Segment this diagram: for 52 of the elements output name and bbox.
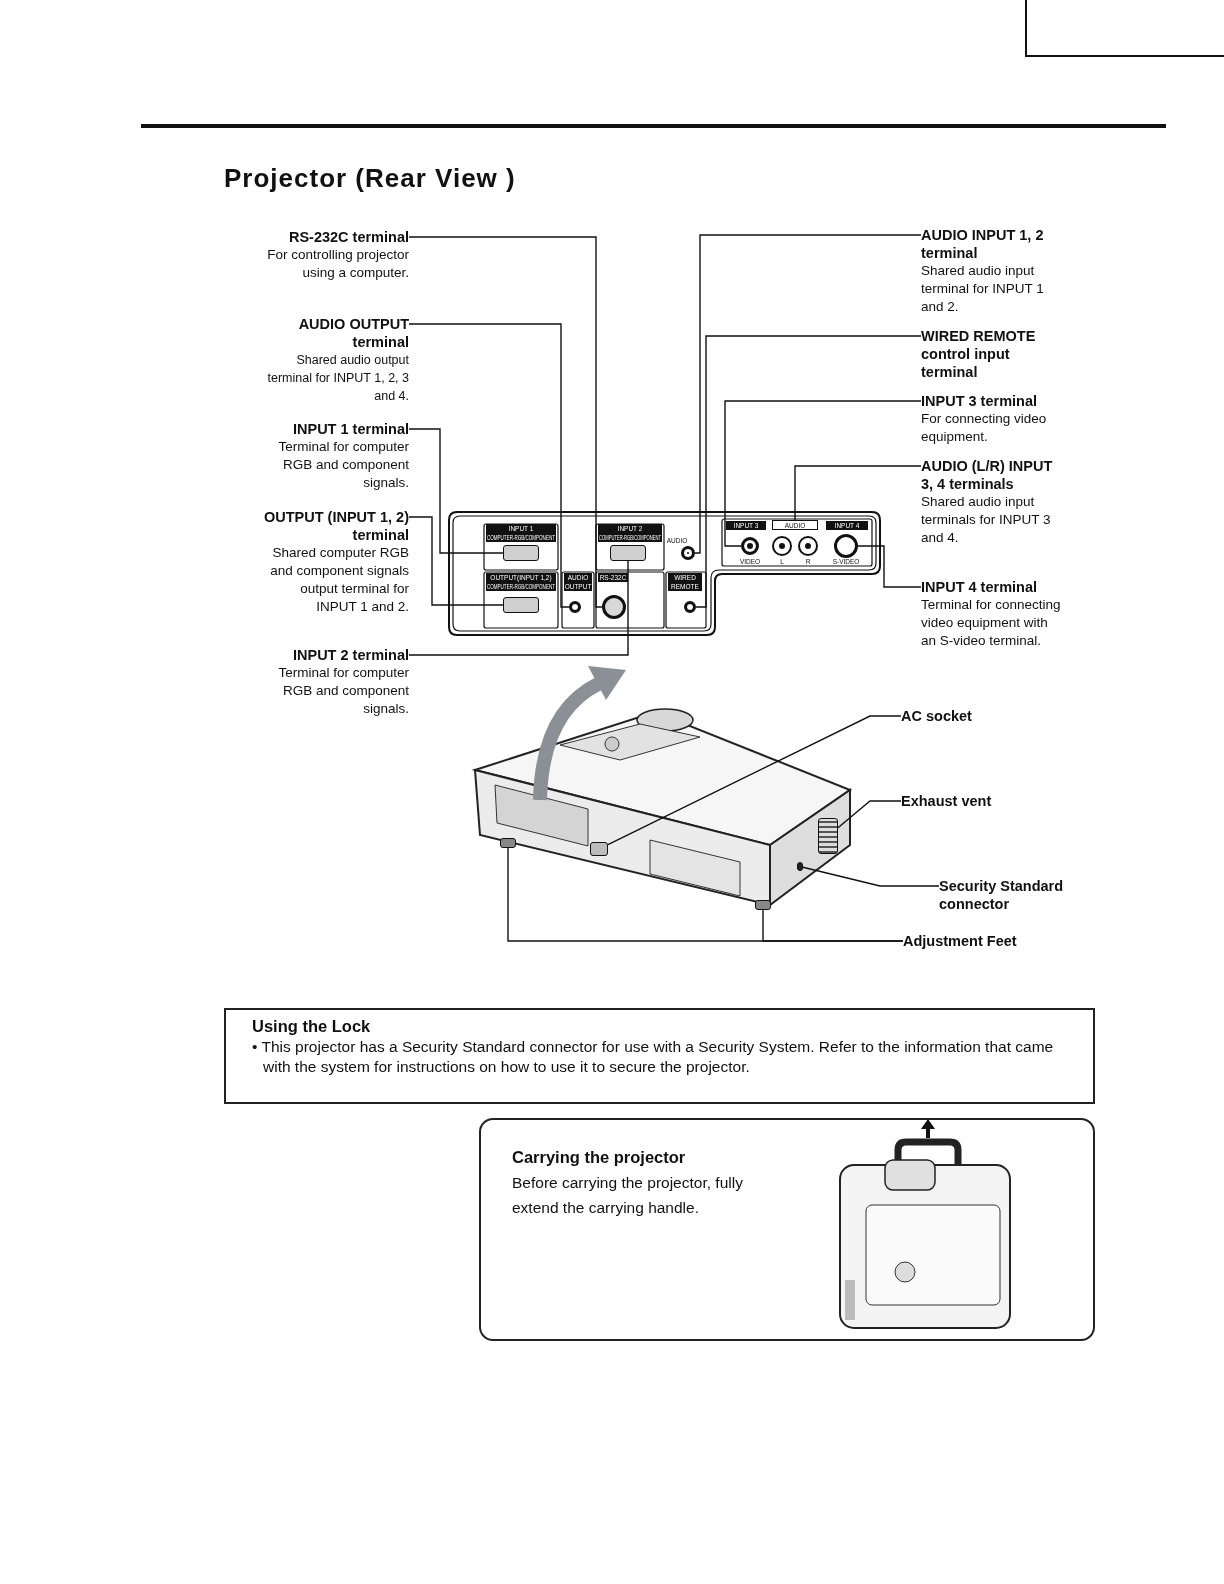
leader-line	[724, 400, 922, 547]
vga-port	[503, 597, 539, 613]
box-text: Before carrying the projector, fully extend the carrying handle.	[512, 1173, 744, 1218]
lock-slot	[797, 862, 803, 871]
callout-heading: AUDIO OUTPUT terminal	[297, 315, 409, 351]
callout-heading: WIRED REMOTE control input terminal	[921, 327, 1037, 381]
box-heading: Carrying the projector	[512, 1147, 687, 1168]
leader-line	[408, 516, 504, 606]
callout-description: Shared computer RGB and component signals output terminal for INPUT 1 and 2.	[269, 544, 409, 616]
label-frame	[772, 520, 818, 530]
callout-heading: AC socket	[901, 707, 973, 725]
callout-heading: INPUT 3 terminal	[921, 392, 1039, 410]
callout-heading: INPUT 2 terminal	[291, 646, 409, 664]
callout-heading: Exhaust vent	[901, 792, 993, 810]
leader-line	[837, 800, 902, 829]
box-text: • This projector has a Security Standard connector for use with a Security System. Refer to the information that came with the system for instructions on how to use it to secure the projector.	[252, 1037, 1055, 1077]
leader-line	[695, 335, 922, 608]
info-card	[479, 1118, 1095, 1341]
callout-heading: RS-232C terminal	[287, 228, 409, 246]
leader-line	[408, 323, 570, 608]
leader-line	[408, 560, 629, 656]
leader-line	[762, 909, 904, 942]
callout-description: Shared audio output terminal for INPUT 1, 2, 3 and 4.	[266, 352, 409, 405]
leader-line	[802, 866, 940, 887]
callout-description: For connecting video equipment.	[921, 410, 1048, 446]
callout-description: For controlling projector using a computer.	[266, 246, 409, 282]
callout-heading: OUTPUT (INPUT 1, 2) terminal	[263, 508, 409, 544]
power-socket	[590, 842, 608, 856]
callout-heading: INPUT 4 terminal	[921, 578, 1039, 596]
adjustable-foot	[755, 900, 771, 910]
adjustable-foot	[500, 838, 516, 848]
callout-description: Shared audio input terminal for INPUT 1 and 2.	[921, 262, 1045, 316]
leader-line	[694, 234, 922, 554]
leader-line	[408, 236, 603, 608]
vga-port	[503, 545, 539, 561]
leader-line	[857, 545, 922, 588]
vga-port	[610, 545, 646, 561]
callout-description: Terminal for connecting video equipment with an S-video terminal.	[921, 596, 1062, 650]
vent-grille	[818, 818, 838, 854]
callout-description: Terminal for computer RGB and component signals.	[277, 438, 409, 492]
callout-heading: Security Standard connector	[939, 877, 1065, 913]
callout-heading: AUDIO INPUT 1, 2 terminal	[921, 226, 1045, 262]
page-title: Projector (Rear View )	[224, 163, 516, 194]
callout-description: Shared audio input terminals for INPUT 3 and 4.	[921, 493, 1052, 547]
leader-line	[794, 465, 922, 521]
note-box	[224, 1008, 1095, 1104]
callout-heading: AUDIO (L/R) INPUT 3, 4 terminals	[921, 457, 1054, 493]
leader-line	[408, 428, 504, 554]
callout-description: Terminal for computer RGB and component signals.	[277, 664, 409, 718]
box-heading: Using the Lock	[252, 1016, 372, 1037]
callout-heading: Adjustment Feet	[903, 932, 1018, 950]
callout-heading: INPUT 1 terminal	[291, 420, 409, 438]
